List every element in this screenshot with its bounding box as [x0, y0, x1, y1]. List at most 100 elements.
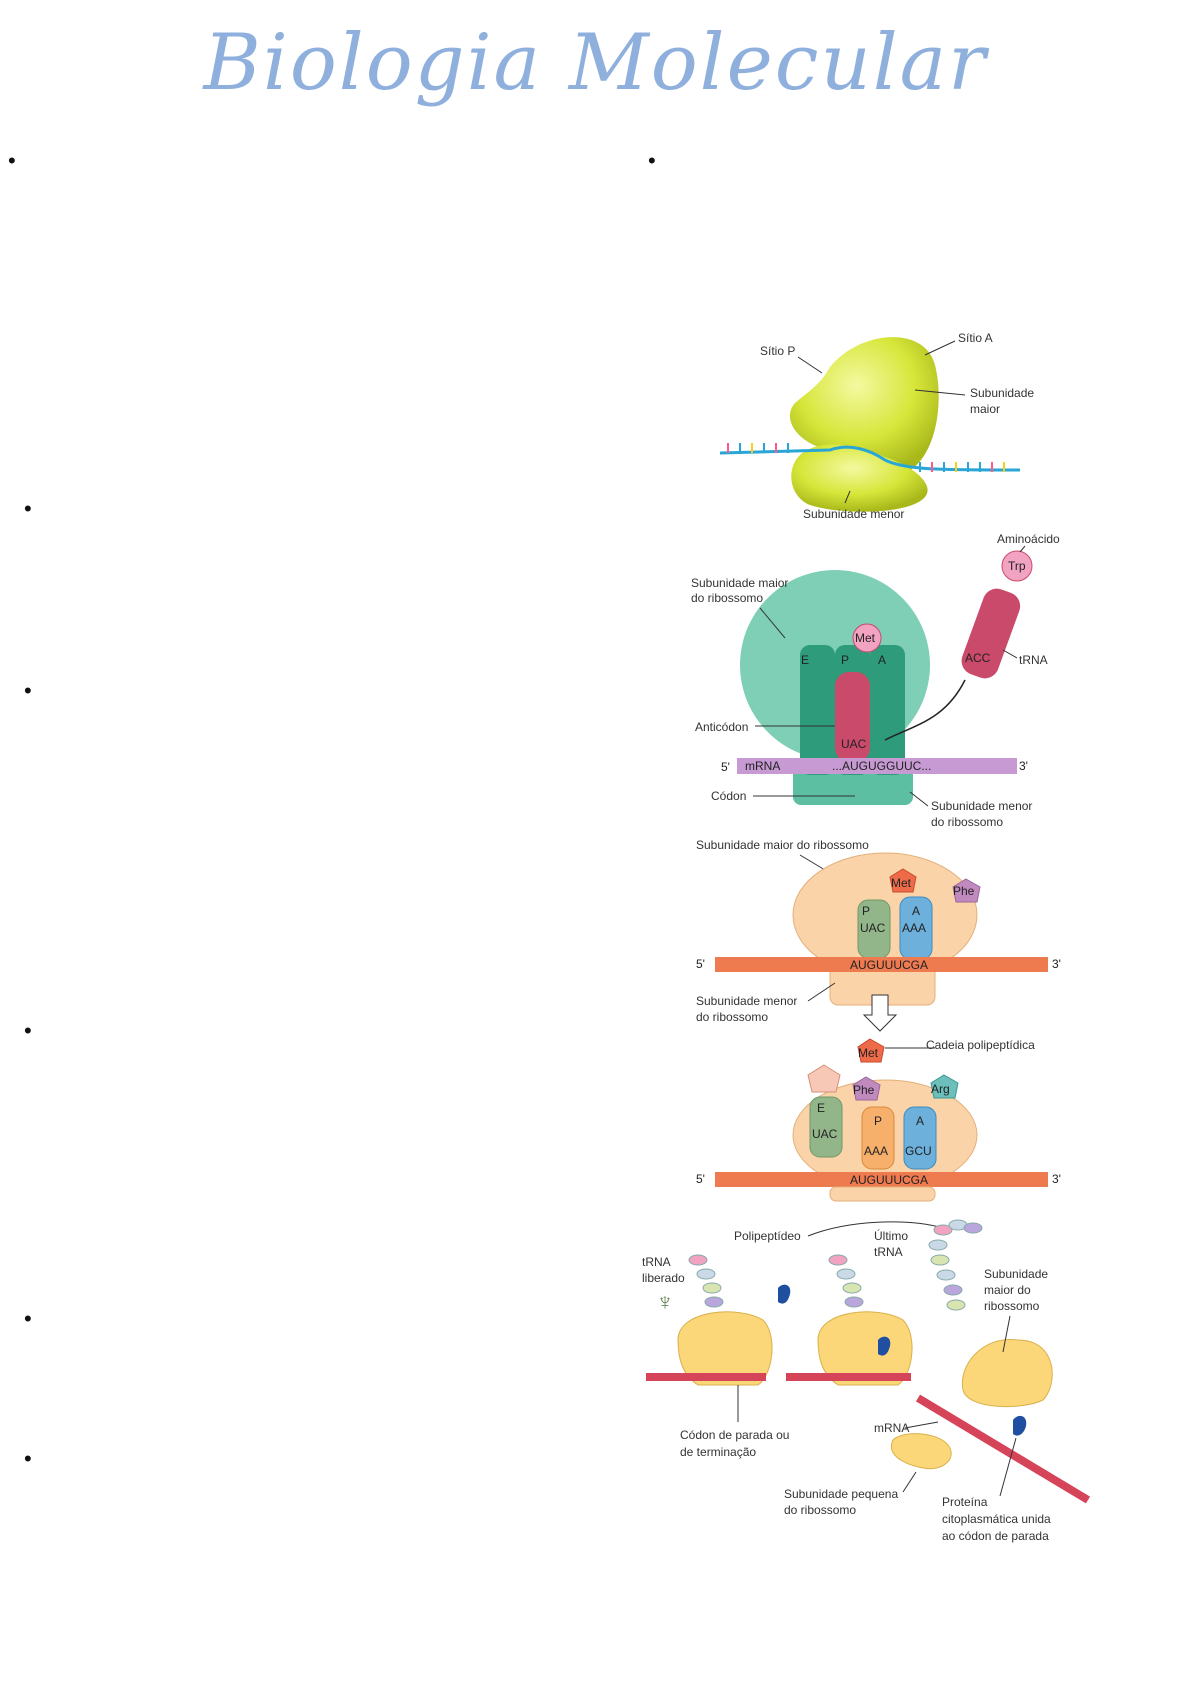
- uac-label: UAC: [812, 1127, 838, 1141]
- released-trna-icon: ♆: [656, 1289, 674, 1316]
- met-amino-acid: [852, 623, 882, 653]
- aaa-label: AAA: [864, 1144, 888, 1158]
- free-large-subunit: [961, 1339, 1053, 1408]
- three-prime-label: 3': [1019, 759, 1028, 773]
- site-p-label: Sítio P: [760, 344, 795, 358]
- mrna-bar: [715, 1172, 1048, 1187]
- last-trna-label-2: tRNA: [874, 1245, 903, 1259]
- mrna-label: mRNA: [745, 759, 780, 773]
- elongation-figure: Cadeia polipeptídica Met Phe Arg E UAC P…: [696, 1038, 1061, 1202]
- free-mrna: [915, 1394, 1091, 1504]
- phe-pentagon: [852, 1076, 881, 1101]
- trp-amino-acid: [1001, 550, 1033, 582]
- small-subunit-label-2: do ribossomo: [931, 815, 1003, 829]
- anticodon-label: Anticódon: [695, 720, 748, 734]
- arrow-path: [884, 679, 966, 741]
- a-label: A: [916, 1114, 924, 1128]
- sequence-label: AUGUUUCGA: [850, 958, 928, 972]
- large-subunit-label-2: maior do: [984, 1283, 1031, 1297]
- trna-e: [809, 1096, 843, 1158]
- met-label: Met: [858, 1046, 879, 1060]
- small-subunit-label-2: do ribossomo: [784, 1503, 856, 1517]
- p-label: P: [862, 904, 870, 918]
- five-prime-label: 5': [696, 1172, 705, 1186]
- uac-label: UAC: [860, 921, 886, 935]
- small-subunit-label-2: do ribossomo: [696, 1010, 768, 1024]
- down-arrow-icon: [862, 994, 898, 1032]
- trna-a: [903, 1106, 937, 1170]
- large-subunit-label-1: Subunidade maior: [691, 576, 788, 590]
- met-pentagon: [889, 868, 917, 893]
- gcu-label: GCU: [905, 1144, 932, 1158]
- bullet-point: •: [8, 148, 16, 173]
- sequence-label: AUGUUUCGA: [850, 1173, 928, 1187]
- large-subunit-label: Subunidade maior do ribossomo: [696, 838, 869, 852]
- arg-pentagon: [930, 1074, 959, 1099]
- trna-released-label-2: liberado: [642, 1271, 685, 1285]
- site-a-label: Sítio A: [958, 331, 993, 345]
- large-subunit-label-2: maior: [970, 402, 1000, 416]
- mrna-label: mRNA: [874, 1421, 909, 1435]
- mrna-bar: [737, 758, 1017, 774]
- uac-label: UAC: [841, 737, 867, 751]
- mrna-strand: [719, 445, 1021, 472]
- phe-label: Phe: [953, 884, 975, 898]
- incoming-trna: [961, 588, 1021, 679]
- chain-label: Cadeia polipeptídica: [926, 1038, 1035, 1052]
- site-p-label: P: [841, 653, 849, 667]
- bullet-point: •: [24, 496, 32, 521]
- polypeptide-chain-1: [688, 1254, 724, 1308]
- phe-pentagon: [952, 878, 981, 903]
- small-subunit-label: Subunidade menor: [803, 507, 904, 521]
- polypeptide-chain-2: [828, 1254, 864, 1308]
- acc-label: ACC: [965, 651, 991, 665]
- sequence-label: ...AUGUGGUUC...: [832, 759, 931, 773]
- free-release-factor: [1013, 1415, 1027, 1436]
- five-prime-label: 5': [721, 760, 730, 774]
- bullet-point: •: [648, 148, 656, 173]
- peptide-bond-figure: Subunidade maior do ribossomo P UAC A AA…: [696, 838, 1061, 1032]
- release-factor-2: [878, 1336, 891, 1356]
- large-subunit-label-3: ribossomo: [984, 1299, 1040, 1313]
- e-label: E: [817, 1101, 825, 1115]
- five-prime-label: 5': [696, 957, 705, 971]
- met-label: Met: [891, 876, 912, 890]
- aaa-label: AAA: [902, 921, 926, 935]
- three-prime-label: 3': [1052, 957, 1061, 971]
- free-small-subunit: [890, 1433, 952, 1470]
- protein-label-2: citoplasmática unida: [942, 1512, 1051, 1526]
- trna-label: tRNA: [1019, 653, 1048, 667]
- site-e-label: E: [801, 653, 809, 667]
- large-subunit-label-1: Subunidade: [970, 386, 1034, 400]
- codon-label: Códon: [711, 789, 746, 803]
- bullet-point: •: [24, 678, 32, 703]
- p-label: P: [874, 1114, 882, 1128]
- released-polypeptide: [928, 1219, 983, 1311]
- large-subunit-label-1: Subunidade: [984, 1267, 1048, 1281]
- termination-figure: Polipeptídeo Último tRNA tRNA liberado S…: [642, 1219, 1091, 1543]
- ribosome-3d-figure: Sítio P Sítio A Subunidade maior Subunid…: [719, 331, 1034, 521]
- small-subunit-shape: [829, 1186, 936, 1202]
- bullet-point: •: [24, 1306, 32, 1331]
- small-subunit-shape: [791, 444, 928, 512]
- bullet-point: •: [24, 1446, 32, 1471]
- stop-codon-label-1: Códon de parada ou: [680, 1428, 789, 1442]
- released-amino-acid: [807, 1064, 841, 1093]
- protein-label-3: ao códon de parada: [942, 1529, 1049, 1543]
- phe-label: Phe: [853, 1083, 875, 1097]
- met-pentagon: [857, 1038, 885, 1063]
- stop-codon-label-2: de terminação: [680, 1445, 756, 1459]
- mrna-bar-2: [786, 1373, 911, 1381]
- ribosome-1: [677, 1311, 773, 1386]
- a-label: A: [912, 904, 920, 918]
- trna-p: [861, 1106, 895, 1170]
- release-factor-1: [778, 1284, 791, 1304]
- polypeptide-label: Polipeptídeo: [734, 1229, 801, 1243]
- mrna-bar-1: [646, 1373, 766, 1381]
- small-subunit-label-1: Subunidade pequena: [784, 1487, 898, 1501]
- met-label: Met: [855, 631, 876, 645]
- trp-label: Trp: [1008, 559, 1026, 573]
- trna-released-label-1: tRNA: [642, 1255, 671, 1269]
- three-prime-label: 3': [1052, 1172, 1061, 1186]
- last-trna-label-1: Último: [874, 1228, 908, 1243]
